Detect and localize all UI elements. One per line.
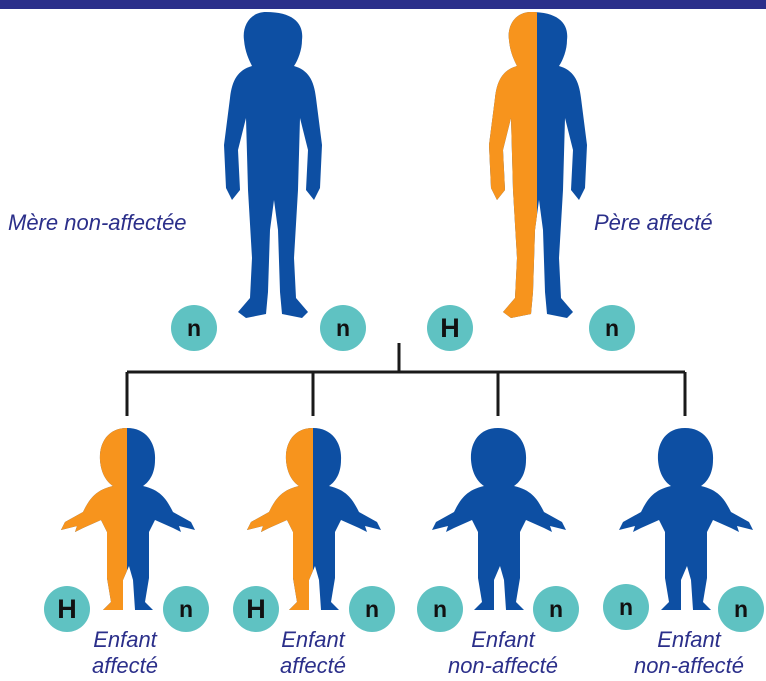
mother-label: Mère non-affectée <box>8 210 187 235</box>
child-1-allele-1: H <box>44 586 90 632</box>
mother-figure <box>224 12 322 318</box>
mother-allele-1: n <box>171 305 217 351</box>
father-figure <box>489 12 587 318</box>
child-3-figure <box>432 428 566 610</box>
child-2-allele-1: H <box>233 586 279 632</box>
child-4-allele-1: n <box>603 584 649 630</box>
child-4-figure <box>619 428 753 610</box>
child-4-label-line2: non-affecté <box>619 653 759 678</box>
child-1-label-line1: Enfant <box>55 627 195 652</box>
child-4-allele-2: n <box>718 586 764 632</box>
child-2-allele-2: n <box>349 586 395 632</box>
child-1-figure <box>61 428 195 610</box>
mother-allele-2: n <box>320 305 366 351</box>
father-allele-1: H <box>427 305 473 351</box>
child-3-allele-2: n <box>533 586 579 632</box>
child-2-label-line2: affecté <box>243 653 383 678</box>
child-2-label-line1: Enfant <box>243 627 383 652</box>
child-4-label-line1: Enfant <box>619 627 759 652</box>
child-3-label-line1: Enfant <box>433 627 573 652</box>
child-1-allele-2: n <box>163 586 209 632</box>
father-label: Père affecté <box>594 210 713 235</box>
child-2-figure <box>247 428 381 610</box>
child-3-allele-1: n <box>417 586 463 632</box>
pedigree-lines <box>127 343 685 416</box>
father-allele-2: n <box>589 305 635 351</box>
child-1-label-line2: affecté <box>55 653 195 678</box>
child-3-label-line2: non-affecté <box>433 653 573 678</box>
